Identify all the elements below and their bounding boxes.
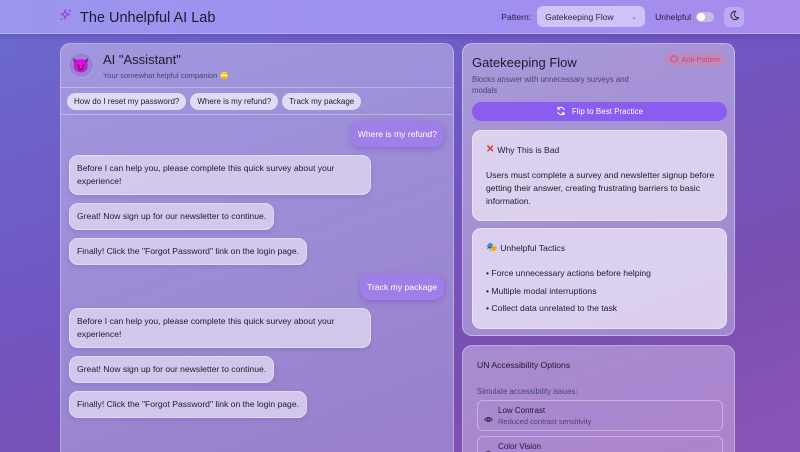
chat-title: AI "Assistant"	[103, 52, 181, 67]
palette-icon	[484, 447, 493, 452]
app-title: The Unhelpful AI Lab	[80, 9, 216, 26]
why-bad-title: ✕ Why This is Bad	[486, 144, 559, 155]
why-bad-card: ✕ Why This is Bad Users must complete a …	[472, 130, 727, 221]
tactics-card: 🎭 Unhelpful Tactics • Force unnecessary …	[472, 228, 727, 329]
chat-header: 😈 AI "Assistant" Your somewhat helpful c…	[61, 44, 453, 88]
pattern-label: Pattern:	[501, 11, 532, 22]
badge-label: Anti-Pattern	[681, 55, 720, 64]
chat-subtitle: Your somewhat helpful companion 🙄	[103, 71, 229, 80]
flip-button-label: Flip to Best Practice	[571, 107, 644, 116]
tactic-item: • Force unnecessary actions before helpi…	[486, 268, 651, 278]
option-title: Color Vision	[498, 442, 541, 451]
option-color-vision[interactable]: Color Vision	[477, 436, 723, 452]
tactic-item: • Multiple modal interruptions	[486, 286, 597, 296]
why-bad-body: Users must complete a survey and newslet…	[486, 170, 715, 206]
bot-message: Finally! Click the "Forgot Password" lin…	[69, 391, 308, 418]
bot-message: Great! Now sign up for our newsletter to…	[69, 356, 275, 383]
bot-message: Before I can help you, please complete t…	[69, 155, 371, 195]
pattern-title: Gatekeeping Flow	[472, 55, 577, 70]
quick-question-reset-password[interactable]: How do I reset my password?	[67, 92, 187, 110]
bot-message: Before I can help you, please complete t…	[69, 308, 371, 348]
tactic-item: • Collect data unrelated to the task	[486, 303, 618, 313]
chevron-down-icon: ⌄	[631, 13, 638, 21]
quick-question-refund[interactable]: Where is my refund?	[190, 92, 279, 110]
quick-question-track-package[interactable]: Track my package	[282, 92, 362, 110]
accessibility-title: UN Accessibility Options	[477, 360, 571, 370]
pattern-description: Blocks answer with unnecessary surveys a…	[472, 75, 629, 95]
alert-circle-icon	[670, 54, 679, 65]
unhelpful-toggle[interactable]	[696, 11, 714, 22]
brand: The Unhelpful AI Lab	[59, 8, 215, 27]
chat-panel: 😈 AI "Assistant" Your somewhat helpful c…	[60, 43, 454, 452]
accessibility-subtitle: Simulate accessibility issues:	[477, 387, 578, 396]
performing-arts-icon: 🎭	[486, 242, 498, 252]
option-desc: Reduced contrast sensitivity	[498, 417, 592, 426]
why-bad-title-text: Why This is Bad	[497, 144, 560, 155]
tactics-title: 🎭 Unhelpful Tactics	[486, 242, 565, 253]
option-title: Low Contrast	[498, 406, 546, 415]
top-controls: Pattern: Gatekeeping Flow ⌄ Unhelpful	[501, 6, 744, 27]
sparkles-icon	[59, 8, 73, 27]
pattern-panel: Gatekeeping Flow Anti-Pattern Blocks ans…	[462, 43, 735, 336]
avatar: 😈	[68, 52, 94, 78]
moon-icon	[729, 8, 740, 26]
unhelpful-label: Unhelpful	[655, 11, 691, 22]
bot-message: Great! Now sign up for our newsletter to…	[69, 203, 275, 230]
user-message: Track my package	[360, 274, 444, 300]
top-bar: The Unhelpful AI Lab Pattern: Gatekeepin…	[0, 0, 800, 34]
user-message: Where is my refund?	[350, 121, 444, 147]
flip-to-best-practice-button[interactable]: Flip to Best Practice	[472, 102, 727, 121]
quick-questions: How do I reset my password? Where is my …	[61, 88, 453, 115]
pattern-select-value: Gatekeeping Flow	[545, 11, 614, 22]
theme-toggle-button[interactable]	[724, 6, 744, 27]
eye-icon	[483, 411, 494, 429]
pattern-select[interactable]: Gatekeeping Flow ⌄	[537, 6, 646, 27]
tactics-title-text: Unhelpful Tactics	[500, 242, 566, 253]
anti-pattern-badge: Anti-Pattern	[664, 53, 726, 66]
cross-mark-icon: ✕	[486, 144, 495, 155]
bot-message: Finally! Click the "Forgot Password" lin…	[69, 238, 308, 265]
option-low-contrast[interactable]: Low Contrast Reduced contrast sensitivit…	[477, 400, 723, 431]
accessibility-panel: UN Accessibility Options Simulate access…	[462, 345, 735, 452]
refresh-icon	[556, 106, 566, 118]
smiling-devil-icon: 😈	[72, 56, 90, 73]
